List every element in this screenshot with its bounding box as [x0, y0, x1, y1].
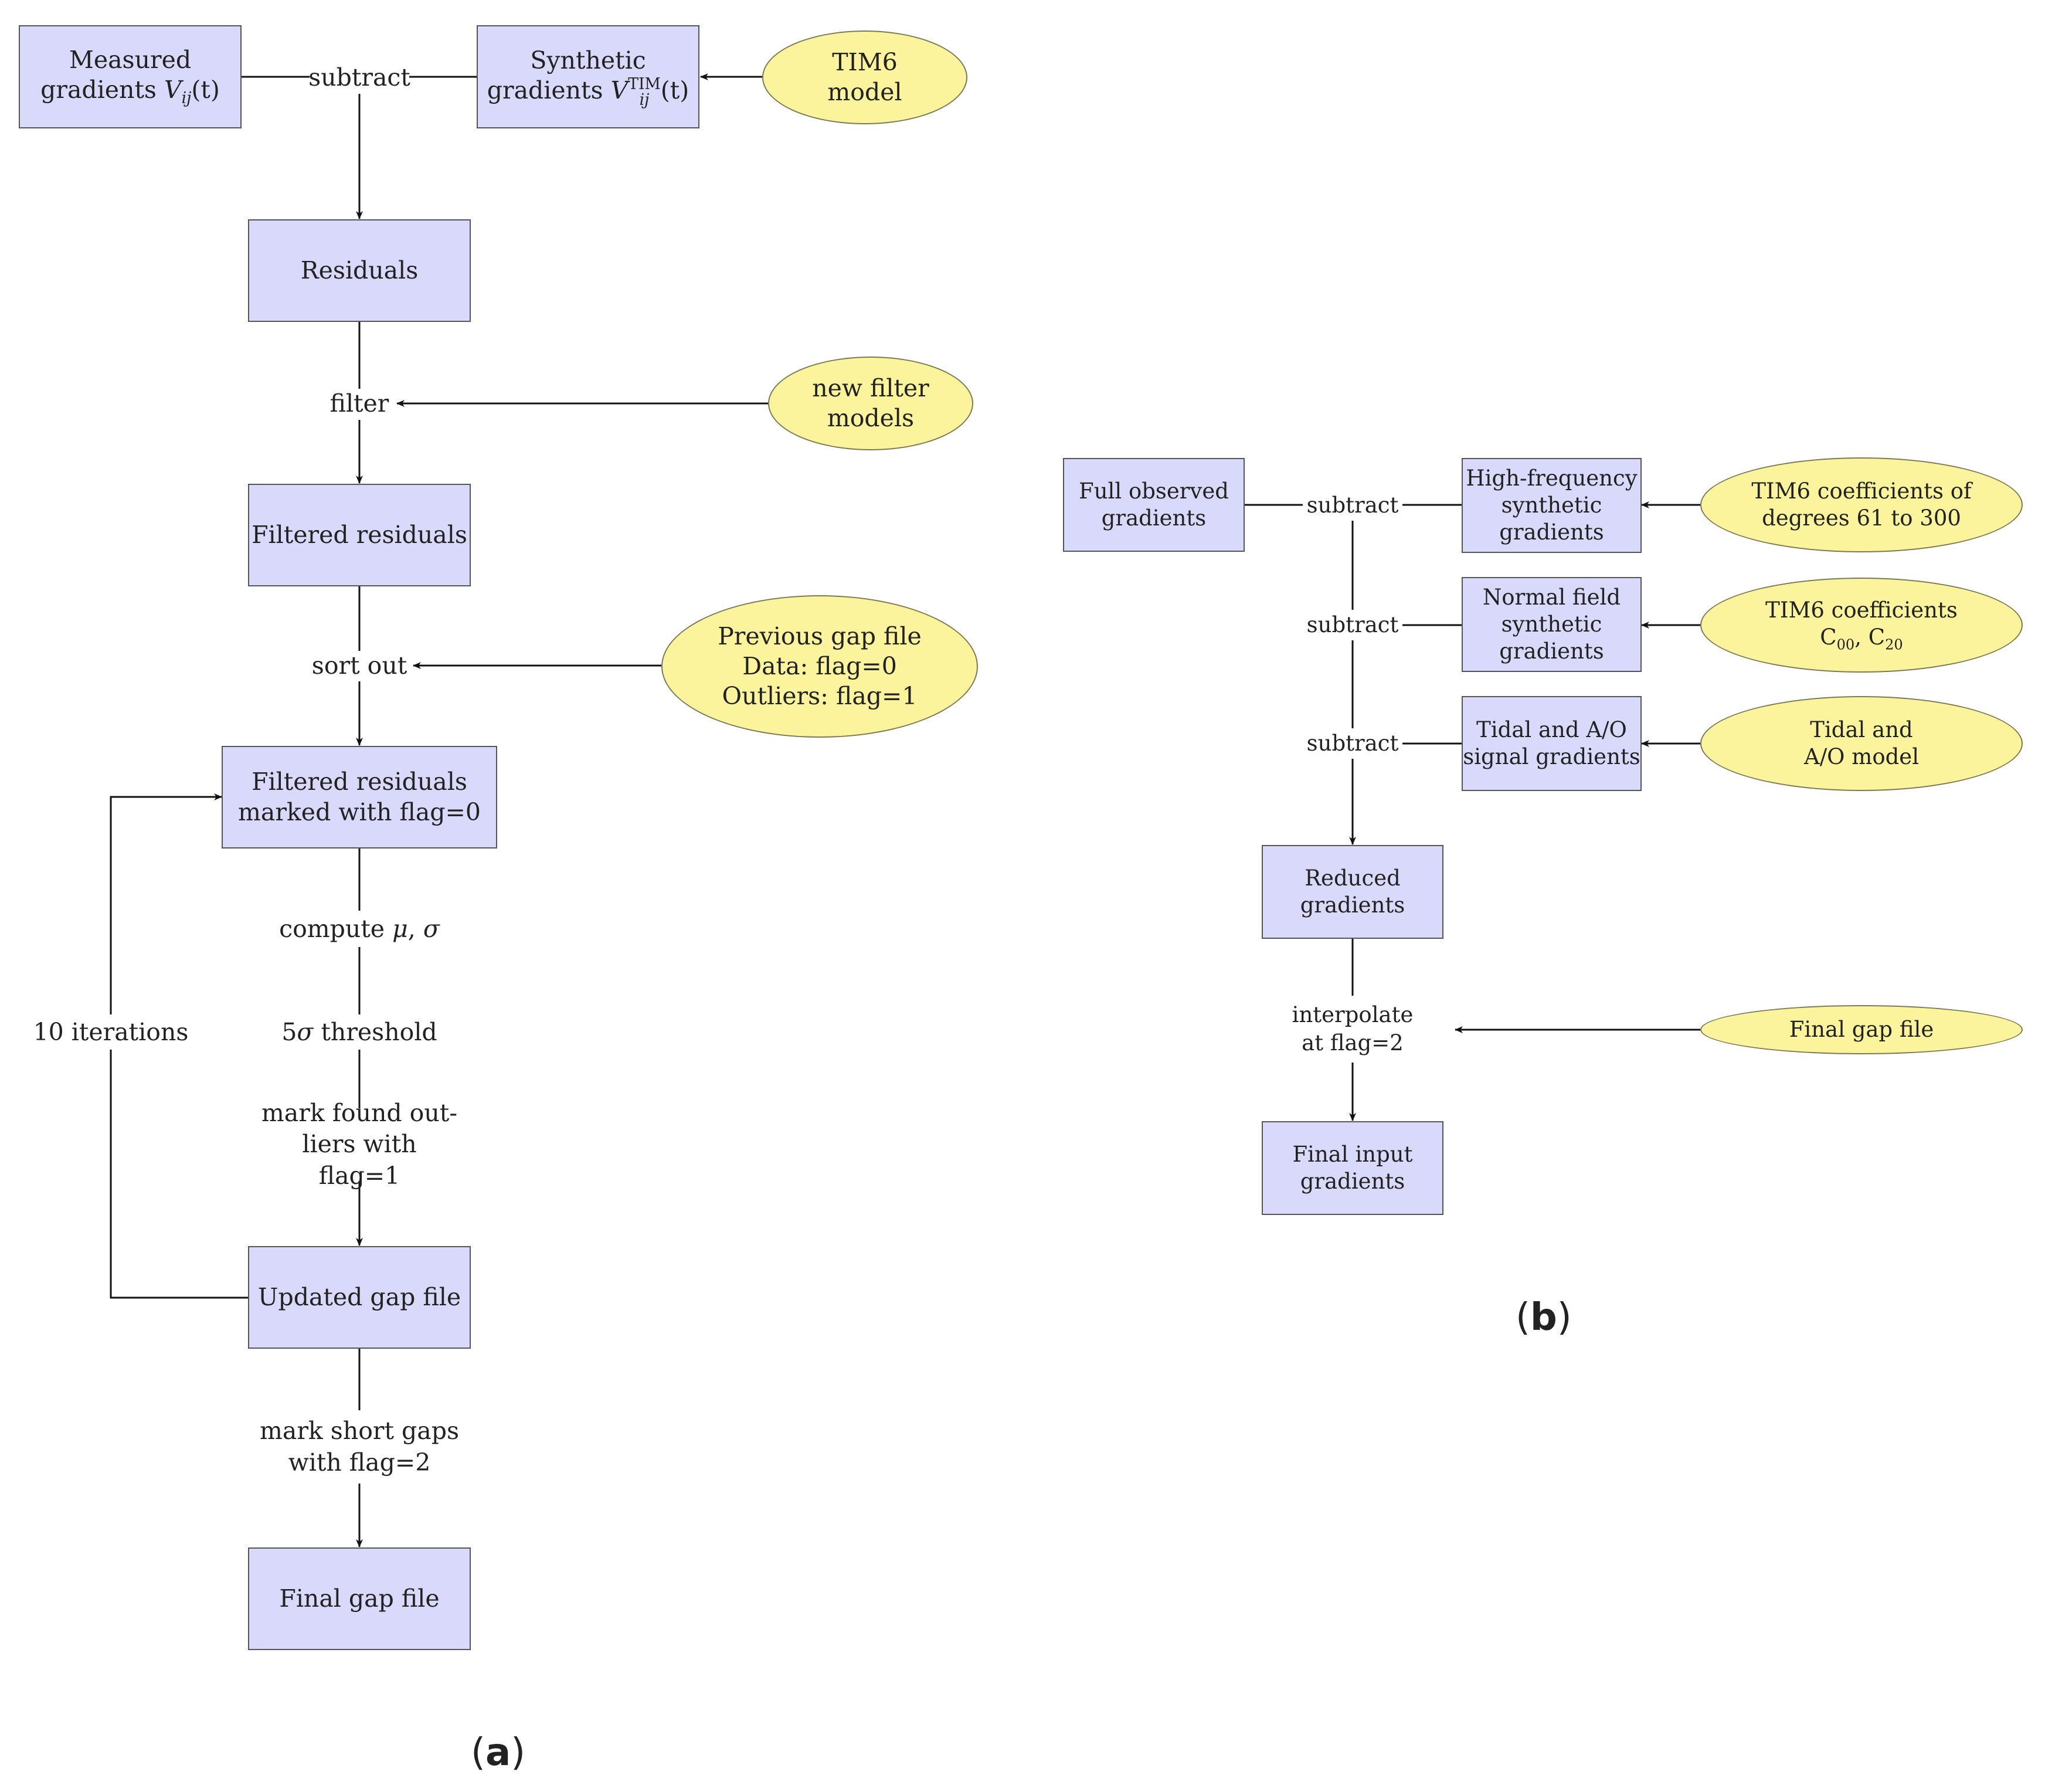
panel-b-label: (b)	[1516, 1296, 1572, 1339]
subtract-label-a: subtract	[308, 62, 410, 94]
tidal-ao-model-ellipse: Tidal and A/O model	[1700, 696, 2023, 791]
measured-gradients-box: Measured gradients Vij(t)	[19, 25, 242, 128]
synthetic-line1: Synthetic	[530, 46, 646, 74]
updated-gap-file-box: Updated gap file	[248, 1246, 471, 1349]
synthetic-sub: ij	[639, 90, 650, 109]
tidal-ao-box: Tidal and A/O signal gradients	[1462, 696, 1642, 791]
panel-b-letter: b	[1530, 1296, 1557, 1339]
subtract-label-b3: subtract	[1303, 728, 1402, 759]
tim6-coeff-c-line1: TIM6 coefficients	[1765, 597, 1958, 623]
iterations-label: 10 iterations	[32, 1016, 190, 1050]
loop-updated-to-iterations	[110, 1050, 248, 1299]
panel-a-letter: a	[485, 1731, 511, 1774]
tim6-model-ellipse: TIM6 model	[762, 30, 967, 124]
tim6-coeff-c-ellipse: TIM6 coefficients C00, C20	[1700, 578, 2023, 673]
synthetic-arg: (t)	[660, 76, 689, 105]
residuals-box: Residuals	[248, 219, 471, 322]
threshold-prefix: 5	[281, 1018, 297, 1047]
measured-line1: Measured	[69, 46, 192, 74]
final-gap-file-box: Final gap file	[248, 1547, 471, 1650]
c00-sub: 00	[1836, 636, 1855, 653]
measured-sub: ij	[181, 89, 192, 108]
full-observed-box: Full observed gradients	[1063, 458, 1245, 552]
measured-arg: (t)	[191, 76, 220, 104]
c00-letter: C	[1820, 624, 1837, 650]
high-frequency-box: High-frequency synthetic gradients	[1462, 458, 1642, 553]
normal-field-box: Normal field synthetic gradients	[1462, 577, 1642, 672]
compute-prefix: compute	[279, 915, 393, 943]
arrow-iterations-to-marked	[110, 793, 222, 1014]
interpolate-label: interpolate at flag=2	[1285, 996, 1420, 1063]
synthetic-line2-prefix: gradients	[487, 76, 611, 105]
reduced-gradients-box: Reduced gradients	[1262, 845, 1443, 939]
subtract-label-b2: subtract	[1303, 610, 1402, 640]
mark-short-gaps-label: mark short gaps with flag=2	[260, 1410, 459, 1484]
filtered-residuals-box: Filtered residuals	[248, 484, 471, 586]
previous-gap-file-ellipse: Previous gap file Data: flag=0 Outliers:…	[661, 595, 978, 738]
threshold-sigma: σ	[297, 1018, 314, 1047]
measured-var: V	[164, 76, 182, 104]
c20-letter: C	[1868, 624, 1886, 650]
synthetic-sup: TIM	[628, 74, 661, 93]
c20-sub: 20	[1885, 636, 1903, 653]
mark-outliers-label: mark found out- liers with flag=1	[260, 1099, 459, 1190]
tim6-coeff-degrees-ellipse: TIM6 coefficients of degrees 61 to 300	[1700, 457, 2023, 552]
panel-a-label: (a)	[471, 1731, 526, 1774]
filtered-marked-box: Filtered residuals marked with flag=0	[222, 746, 497, 849]
threshold-suffix: threshold	[313, 1018, 437, 1047]
new-filter-models-ellipse: new filter models	[768, 357, 973, 450]
filter-label: filter	[324, 389, 395, 419]
compute-sigma: σ	[423, 915, 440, 943]
final-input-gradients-box: Final input gradients	[1262, 1121, 1443, 1215]
compute-sep: ,	[407, 915, 423, 943]
final-gap-file-ellipse: Final gap file	[1700, 1005, 2023, 1054]
compute-label: compute μ, σ	[271, 912, 447, 947]
measured-line2-prefix: gradients	[40, 76, 164, 104]
compute-mu: μ	[392, 915, 408, 943]
sort-out-label: sort out	[307, 651, 412, 681]
c-sep: ,	[1854, 624, 1869, 650]
synthetic-var: V	[610, 76, 629, 105]
subtract-label-b1: subtract	[1303, 490, 1402, 521]
